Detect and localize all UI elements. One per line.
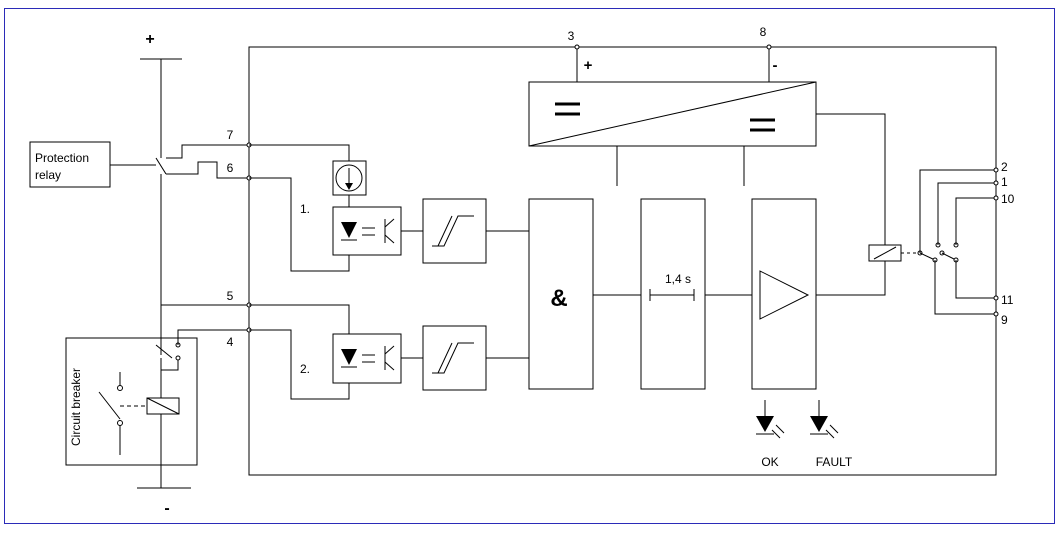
optocoupler-2-collector (384, 345, 395, 355)
relay-contact (155, 157, 167, 175)
timer-delay-label: 1,4 s (665, 272, 691, 286)
and-gate (528, 198, 594, 390)
wire-terminal-9 (934, 260, 996, 315)
output-relay-coil-stroke (873, 246, 897, 260)
converter-minus-label: - (773, 57, 778, 74)
schmitt-trigger-1 (422, 198, 487, 264)
ch2-supply-wire (249, 304, 350, 334)
terminal-2 (993, 167, 999, 173)
wire-terminal-7 (166, 144, 249, 159)
optocoupler-1-collector (384, 218, 395, 228)
terminal-11-label: 11 (1001, 293, 1014, 307)
optocoupler-2 (332, 333, 402, 384)
wire-terminal-6 (166, 161, 249, 179)
optocoupler-1 (332, 206, 402, 256)
terminal-1 (993, 180, 999, 186)
terminal-11 (993, 295, 999, 301)
breaker-main-contact-dot-2 (117, 420, 123, 426)
minus-rail-label: - (164, 500, 169, 517)
current-source-arrowhead (345, 183, 353, 190)
breaker-aux-contact (155, 344, 173, 359)
ok-led-ray-2 (771, 429, 781, 439)
amplifier-to-relay (816, 261, 886, 296)
protection-relay-label-1: Protection (35, 151, 89, 165)
terminal-8-label: 8 (760, 25, 767, 39)
terminal-2-label: 2 (1001, 160, 1008, 174)
terminal-7-label: 7 (227, 128, 234, 142)
schmitt-trigger-2-icon-b (437, 342, 453, 374)
terminal-9-label: 9 (1001, 313, 1008, 327)
ok-led-icon (756, 416, 774, 432)
terminal-3-label: 3 (568, 29, 575, 43)
terminal-10 (993, 195, 999, 201)
amplifier-triangle-icon (759, 270, 810, 320)
terminal-5-label: 5 (227, 289, 234, 303)
circuit-breaker-label: Circuit breaker (69, 368, 83, 446)
terminal-10-label: 10 (1001, 192, 1015, 206)
fault-led-ray-2 (825, 429, 835, 439)
ch2-return-wire (249, 329, 350, 400)
and-gate-symbol: & (550, 285, 567, 312)
contact-blade-2 (941, 252, 957, 261)
converter-plus-label: + (584, 57, 593, 74)
breaker-contact-dot-2 (175, 355, 181, 361)
terminal-6-label: 6 (227, 161, 234, 175)
optocoupler-2-led-icon (341, 349, 357, 365)
fault-led-ray-1 (829, 424, 839, 434)
terminal-8 (766, 44, 772, 50)
converter-to-relay (816, 113, 886, 245)
breaker-coil-stroke (146, 397, 180, 415)
schmitt-trigger-1-icon-b (437, 215, 453, 247)
wire-terminal-2 (919, 169, 996, 253)
wire-terminal-4 (177, 329, 249, 345)
breaker-main-contact (98, 391, 121, 420)
plus-rail-label: + (145, 31, 154, 48)
channel-1-label: 1. (300, 202, 310, 216)
ok-led-label: OK (761, 455, 778, 469)
channel-2-label: 2. (300, 362, 310, 376)
contact-blade-1 (919, 252, 936, 261)
ch1-supervision-wire (249, 144, 350, 161)
device-enclosure (248, 46, 997, 476)
fault-led-icon (810, 416, 828, 432)
optocoupler-1-emitter (384, 234, 395, 244)
ok-led-ray-1 (775, 424, 785, 434)
breaker-main-contact-dot-1 (117, 385, 123, 391)
wire-terminal-1 (937, 182, 996, 245)
wire-terminal-10 (955, 197, 996, 245)
terminal-9 (993, 311, 999, 317)
breaker-aux-wire (160, 358, 179, 371)
ch1-return-wire (249, 177, 350, 272)
diagram-frame (4, 8, 1055, 524)
schmitt-trigger-2 (422, 325, 487, 391)
terminal-4-label: 4 (227, 335, 234, 349)
timer-block (640, 198, 706, 390)
optocoupler-2-emitter (384, 361, 395, 371)
terminal-1-label: 1 (1001, 175, 1008, 189)
optocoupler-1-led-icon (341, 222, 357, 238)
terminal-3 (574, 44, 580, 50)
protection-relay-label-2: relay (35, 168, 61, 182)
converter-diagonal (528, 81, 817, 147)
wire-terminal-5 (160, 304, 249, 335)
wire-terminal-11 (955, 260, 996, 299)
current-source-icon (335, 164, 363, 192)
fault-led-label: FAULT (816, 455, 853, 469)
